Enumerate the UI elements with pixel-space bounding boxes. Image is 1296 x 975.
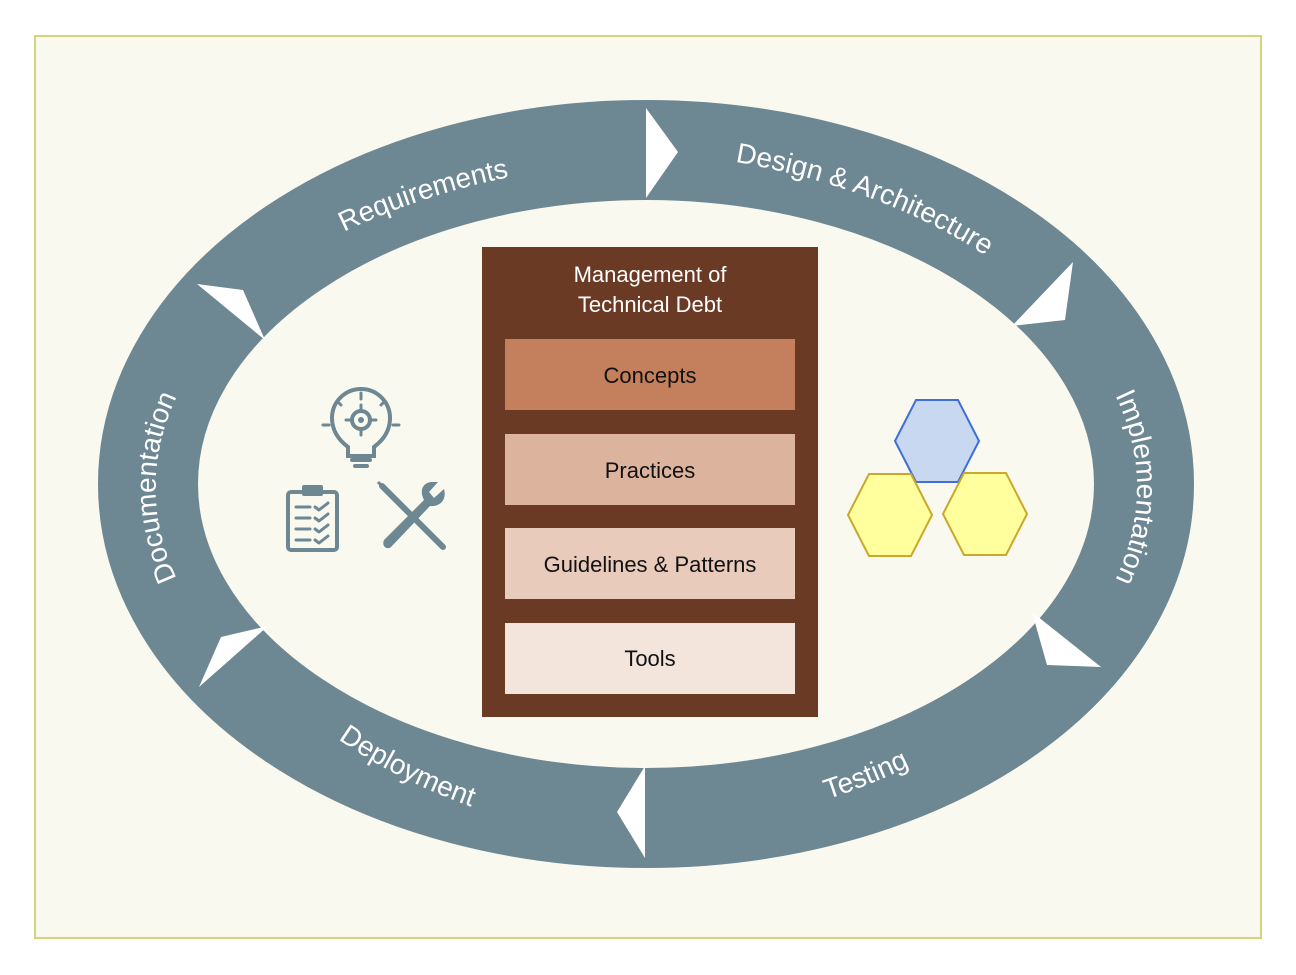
arrow-implementation-to-testing	[1032, 612, 1101, 667]
center-title-line1: Management of	[574, 262, 728, 287]
arrow-testing-to-deployment	[617, 766, 645, 858]
layer-tools	[505, 623, 795, 694]
arrow-requirements-to-design	[646, 108, 678, 198]
clipboard-checklist-icon	[286, 485, 339, 552]
hexagon-cluster-icon	[846, 399, 1029, 557]
arrow-design-to-implementation	[1012, 262, 1073, 326]
layer-concepts-label: Concepts	[604, 363, 697, 388]
arrow-documentation-to-requirements	[197, 284, 265, 340]
layer-practices	[505, 434, 795, 505]
layer-guidelines	[505, 528, 795, 599]
layer-guidelines-label: Guidelines & Patterns	[544, 552, 757, 577]
layer-practices-label: Practices	[605, 458, 695, 483]
layer-tools-label: Tools	[624, 646, 675, 671]
lightbulb-gear-icon	[321, 387, 401, 468]
center-title-line2: Technical Debt	[578, 292, 722, 317]
layer-concepts	[505, 339, 795, 410]
wrench-screwdriver-icon	[376, 480, 446, 550]
arrow-deployment-to-documentation	[199, 626, 268, 687]
